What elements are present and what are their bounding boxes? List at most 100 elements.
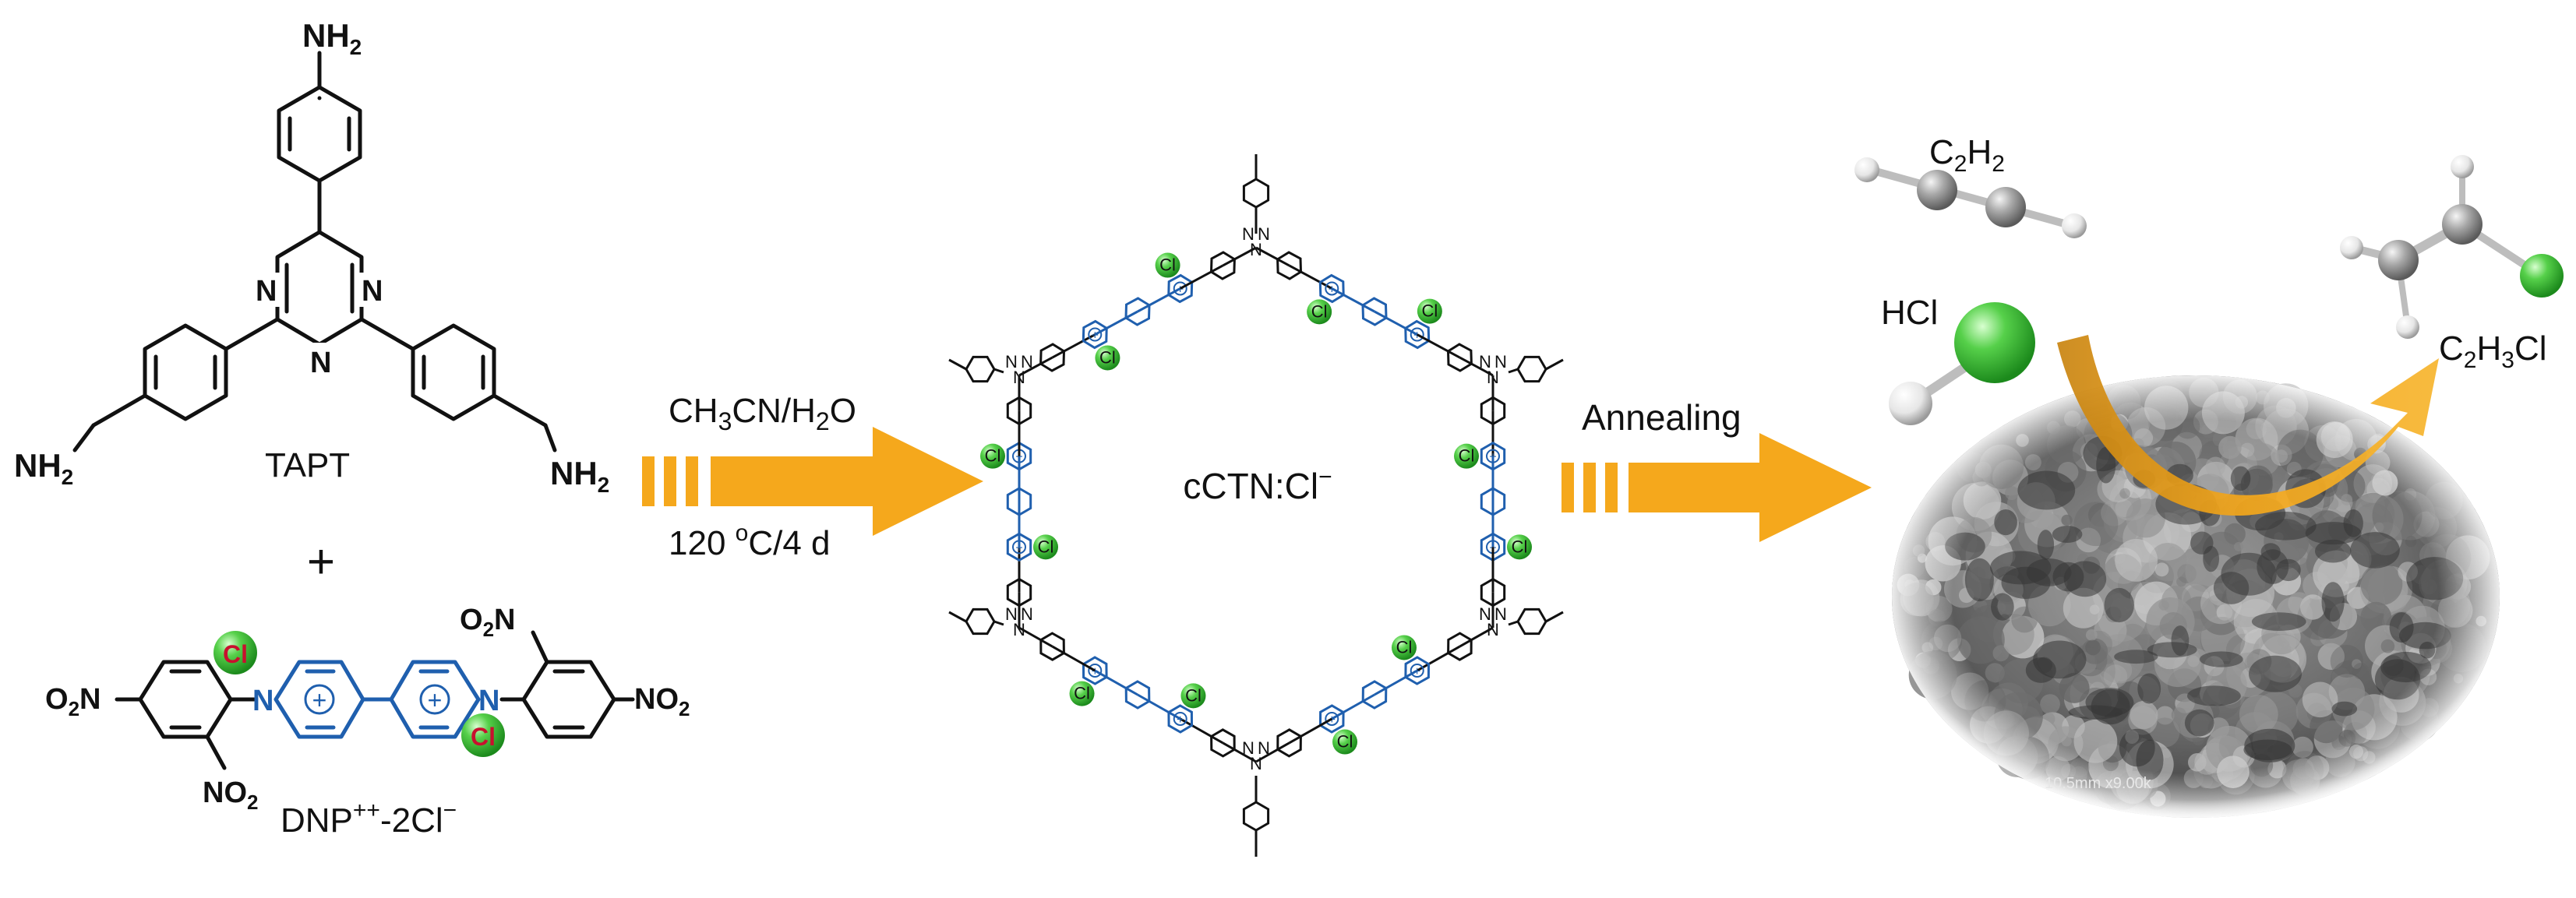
synthesis-arrow: [642, 427, 983, 536]
chloride-label: Cl: [1311, 301, 1328, 321]
triazine-n: N: [1258, 738, 1270, 758]
phenyl-ring: [1276, 251, 1303, 280]
dnp-nitro-ortho-right: O2N: [460, 604, 515, 641]
dnp-n-left: N: [252, 685, 273, 717]
chloride-label: Cl: [223, 640, 248, 668]
phenyl-ring: [1480, 396, 1506, 426]
charge-sign: +: [1015, 451, 1022, 464]
phenyl-ring: [965, 607, 996, 636]
chloride-ball: [1391, 635, 1417, 660]
bond: [1051, 333, 1096, 359]
bond: [1179, 717, 1224, 745]
dnp-nitro-ortho-left: NO2: [203, 777, 258, 814]
phenyl-ring: [1516, 607, 1547, 636]
chloride-label: Cl: [1396, 637, 1413, 657]
phenyl-ring: [1516, 355, 1547, 383]
triazine-n: N: [1258, 224, 1270, 244]
pyridinium-ring: [1404, 319, 1431, 350]
pyridinium-ring: [1006, 532, 1032, 562]
chloride-ball: [461, 713, 505, 757]
dnp-structure: O2N NO2 N + + N O2N NO2 Cl Cl: [45, 604, 690, 814]
pyridinium-ring: [1167, 273, 1194, 304]
chloride-label: Cl: [1074, 684, 1090, 703]
chloride-label: Cl: [1185, 685, 1202, 705]
bond: [1374, 310, 1418, 336]
bond: [1288, 264, 1332, 290]
phenyl-ring: [1039, 343, 1066, 372]
hcl-label: HCl: [1881, 294, 1938, 332]
bond: [948, 358, 967, 371]
phenyl-ring: [1006, 577, 1032, 607]
solvent-label: CH3CN/H2O: [669, 392, 856, 435]
tapt-amine-right: NH2: [550, 455, 609, 497]
chloride-ball: [1507, 534, 1532, 560]
dnp-nitro-right: NO2: [634, 683, 690, 720]
bond: [1137, 287, 1181, 313]
chloride-label: Cl: [1038, 537, 1054, 556]
pyridinium-ring: [1006, 441, 1032, 471]
pyridinium-ring: [1361, 297, 1388, 326]
conversion-arrow: [2057, 335, 2439, 516]
dnp-n-right: N: [478, 685, 499, 717]
phenyl-ring: [1006, 396, 1032, 426]
triazine-n: N: [1479, 352, 1491, 372]
pyridinium-ring: [1480, 487, 1506, 516]
tapt-triazine-n1: N: [256, 275, 277, 308]
bond: [1222, 741, 1257, 763]
dnp-charge-left: +: [312, 686, 327, 714]
bond: [1545, 611, 1564, 623]
framework-label: cCTN:Cl−: [1183, 464, 1332, 506]
pyridinium-ring: [1318, 273, 1345, 304]
phenyl-ring: [1447, 632, 1473, 661]
charge-sign: +: [1015, 541, 1022, 555]
phenyl-ring: [1209, 251, 1236, 280]
pyridinium-ring: [1318, 704, 1345, 734]
pyridinium-ring: [1361, 680, 1388, 710]
bond: [1416, 645, 1461, 672]
dnp-charge-right: +: [428, 686, 443, 714]
phenyl-ring: [1480, 577, 1506, 607]
phenyl-ring: [965, 355, 996, 383]
bond: [1459, 626, 1494, 648]
charge-circle: [1088, 664, 1103, 678]
bond: [1331, 693, 1375, 720]
triazine-n: N: [1005, 352, 1018, 372]
chloride-ball: [1095, 345, 1120, 371]
condition-label: 120 oC/4 d: [669, 520, 831, 562]
pyridinium-ring: [1082, 319, 1108, 350]
pyridinium-ring: [1082, 656, 1108, 685]
charge-circle: [1325, 281, 1339, 296]
bond: [1094, 310, 1138, 336]
tapt-label: TAPT: [265, 446, 350, 484]
charge-circle: [1410, 327, 1424, 342]
chloride-ball: [1155, 252, 1180, 278]
charge-sign: +: [1092, 329, 1099, 343]
triazine-n: N: [1494, 604, 1507, 624]
triazine-n: N: [1250, 754, 1262, 773]
hcl-molecule: [1889, 302, 2035, 425]
bond: [1459, 356, 1494, 377]
chloride-ball: [1069, 681, 1095, 706]
bond: [1222, 246, 1257, 267]
triazine-n: N: [1487, 620, 1499, 639]
chloride-ball: [1332, 729, 1358, 755]
charge-circle: [1173, 711, 1187, 726]
tapt-amine-top: NH2: [302, 17, 362, 59]
phenyl-ring: [1242, 801, 1270, 832]
triazine-n: N: [1021, 604, 1033, 624]
pyridinium-ring: [1404, 656, 1431, 685]
chloride-label: Cl: [1459, 446, 1475, 466]
chloride-label: Cl: [1421, 301, 1438, 321]
bond: [1051, 645, 1096, 672]
chloride-ball: [213, 631, 257, 674]
chloride-label: Cl: [1099, 347, 1116, 367]
sem-caption: 10.5mm x9.00k: [2045, 775, 2152, 792]
pyridinium-ring: [1124, 680, 1151, 710]
pyridinium-ring: [1480, 441, 1506, 471]
triazine-n: N: [1494, 352, 1507, 372]
charge-sign: +: [1092, 665, 1099, 678]
chloride-label: Cl: [471, 723, 496, 751]
chloride-ball: [1454, 443, 1479, 469]
triazine-n: N: [1479, 604, 1491, 624]
